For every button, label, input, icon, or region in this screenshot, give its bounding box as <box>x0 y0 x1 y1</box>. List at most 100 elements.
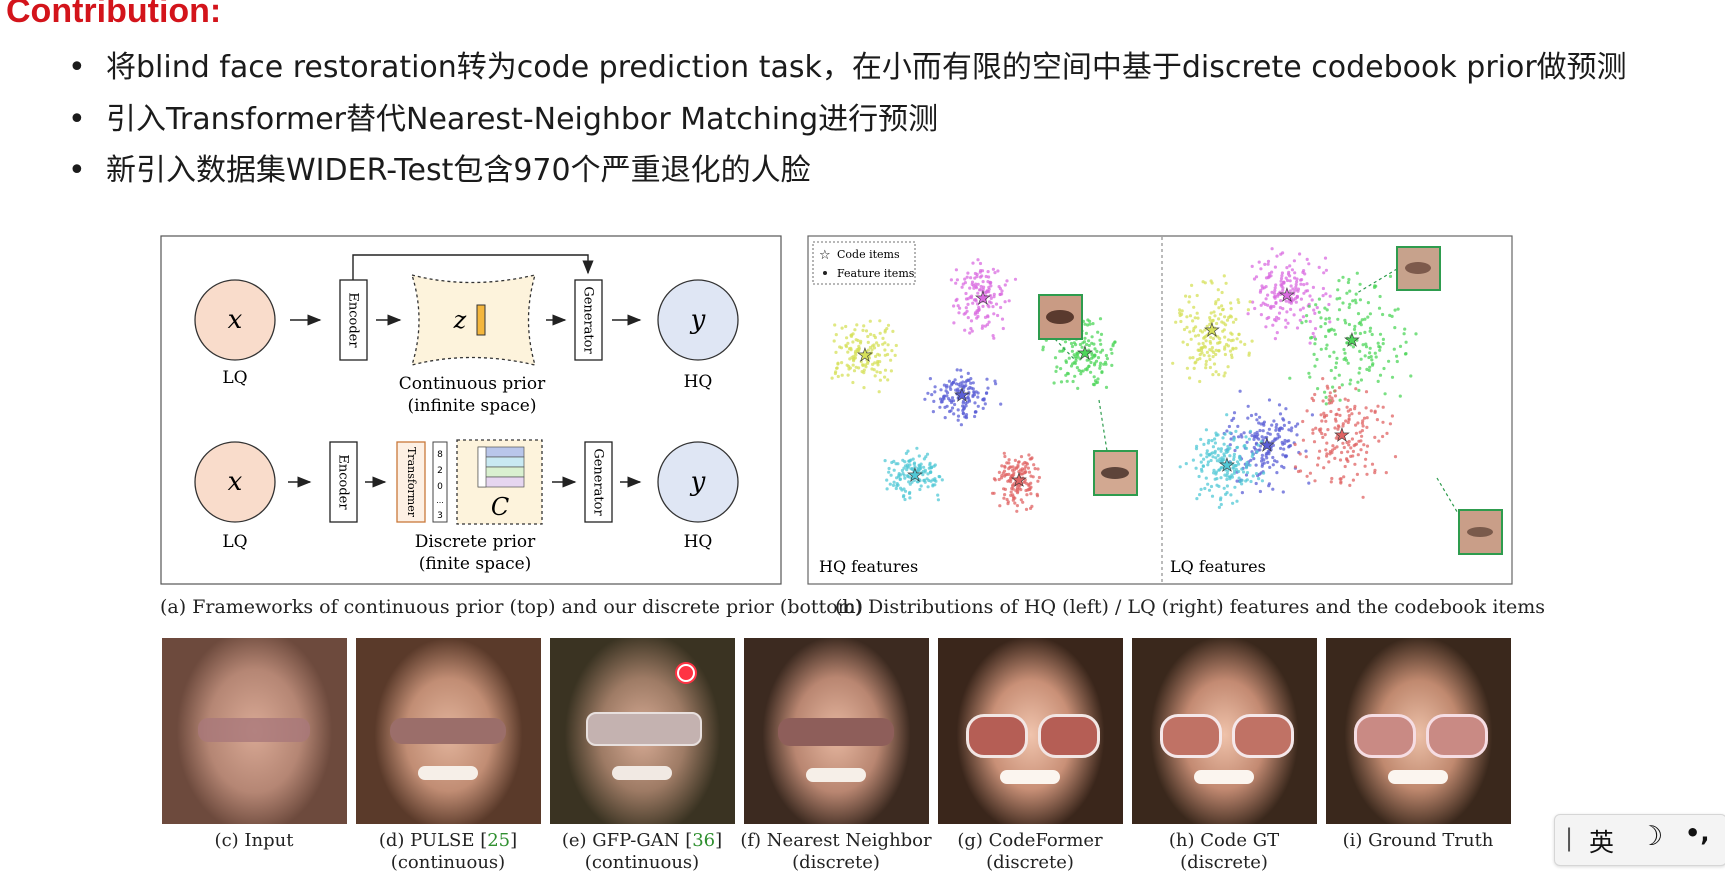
plot-legend <box>812 241 916 285</box>
generator-label: Generator <box>581 286 596 354</box>
face-caption-code-gt: (h) Code GT (discrete) <box>1124 830 1324 874</box>
generator-box-top <box>574 279 603 361</box>
moon-icon[interactable]: ☽ <box>1639 821 1664 852</box>
ime-separator: | <box>1565 824 1574 852</box>
token: 8 <box>437 450 443 460</box>
generator-box-bottom <box>584 441 613 523</box>
ime-toolbar[interactable]: | 英 ☽ •, <box>1554 814 1725 866</box>
bullet-text: 新引入数据集WIDER-Test包含970个严重退化的人脸 <box>106 153 811 188</box>
cursor-indicator <box>677 664 695 682</box>
face-caption-label: (e) GFP-GAN [36] <box>561 830 723 851</box>
token: 0 <box>437 482 443 492</box>
face-image-nearest-neighbor <box>744 638 929 824</box>
hq-label: HQ <box>684 372 713 392</box>
lq-node-top <box>194 279 276 361</box>
bullet-marker: • <box>68 153 86 188</box>
legend-code-items: Code items <box>837 248 900 261</box>
encoder-box-bottom <box>329 441 358 523</box>
lq-node-bottom <box>194 441 276 523</box>
token: 2 <box>437 466 443 476</box>
continuous-latent-shape <box>411 274 536 366</box>
prior-caption-line2: (infinite space) <box>408 396 537 416</box>
face-caption-label: (g) CodeFormer <box>957 830 1103 851</box>
encoder-box-top <box>339 279 368 361</box>
encoder-label: Encoder <box>336 454 351 510</box>
face-caption-sub: (continuous) <box>390 852 506 873</box>
plot-border <box>807 235 1513 585</box>
skip-connection <box>352 254 594 280</box>
citation-link[interactable]: 36 <box>692 830 716 851</box>
code-star-icon: ★ <box>1279 285 1295 306</box>
face-caption-sub: (discrete) <box>1180 852 1268 873</box>
face-caption-sub: (continuous) <box>584 852 700 873</box>
face-caption-label: (i) Ground Truth <box>1342 830 1494 851</box>
face-image-ground-truth <box>1326 638 1511 824</box>
prior-caption-line2: (finite space) <box>419 554 532 574</box>
face-caption-codeformer: (g) CodeFormer (discrete) <box>930 830 1130 874</box>
star-icon: ☆ <box>819 248 831 263</box>
face-caption-label: (d) PULSE [25] <box>378 830 518 851</box>
figure-b-caption: (b) Distributions of HQ (left) / LQ (rig… <box>835 596 1546 618</box>
bullet-marker: • <box>68 102 86 137</box>
slide-title: Contribution: <box>6 0 222 30</box>
hq-features-label: HQ features <box>819 557 918 576</box>
face-image-gfpgan <box>550 638 735 824</box>
code-star-icon: ★ <box>907 465 923 486</box>
face-caption-label: (f) Nearest Neighbor <box>740 830 932 851</box>
code-star-icon: ★ <box>1077 343 1093 364</box>
dot-icon <box>823 271 827 275</box>
bullet-item-2: • 引入Transformer替代Nearest-Neighbor Matchin… <box>68 94 938 138</box>
hq-symbol: y <box>690 305 706 335</box>
patch-connectors <box>1054 268 1460 516</box>
latent-symbol: z <box>453 306 467 334</box>
lq-label: LQ <box>222 368 247 388</box>
code-star-icon: ★ <box>1204 320 1220 341</box>
bullet-text: 引入Transformer替代Nearest-Neighbor Matching… <box>106 102 939 137</box>
figure-a-caption: (a) Frameworks of continuous prior (top)… <box>160 596 864 618</box>
framework-diagram: x LQ Encoder z Generator y HQ Continuous… <box>160 235 782 585</box>
face-image-pulse <box>356 638 541 824</box>
face-caption-sub: (discrete) <box>792 852 880 873</box>
token-sequence: 8 2 0 ... 3 <box>432 441 448 523</box>
bullet-item-1: •将blind face restoration转为code predictio… <box>68 42 1627 86</box>
code-star-icon: ★ <box>857 345 873 366</box>
code-item-stars: ★★★★★★★★★★★★ <box>857 285 1361 492</box>
lq-label: LQ <box>222 532 247 552</box>
face-image-codeformer <box>938 638 1123 824</box>
prior-caption-line1: Discrete prior <box>415 532 536 552</box>
face-caption-nearest-neighbor: (f) Nearest Neighbor (discrete) <box>736 830 936 874</box>
latent-vector <box>476 304 486 336</box>
face-caption-pulse: (d) PULSE [25] (continuous) <box>348 830 548 874</box>
feature-points <box>830 247 1418 513</box>
hq-node-bottom <box>657 441 739 523</box>
hq-node-top <box>657 279 739 361</box>
face-caption-gfpgan: (e) GFP-GAN [36] (continuous) <box>542 830 742 874</box>
transformer-box <box>396 441 426 523</box>
punctuation-icon[interactable]: •, <box>1685 819 1710 847</box>
face-image-code-gt <box>1132 638 1317 824</box>
face-caption-label: (c) Input <box>214 830 294 851</box>
code-star-icon: ★ <box>1259 435 1275 456</box>
lq-symbol: x <box>228 467 243 497</box>
bullet-item-3: • 新引入数据集WIDER-Test包含970个严重退化的人脸 <box>68 145 811 189</box>
lq-features-label: LQ features <box>1170 557 1266 576</box>
legend-feature-items: Feature items <box>837 267 915 280</box>
code-star-icon: ★ <box>1011 470 1027 491</box>
codebook-table <box>477 446 525 488</box>
face-caption-input: (c) Input <box>154 830 354 852</box>
token: ... <box>436 496 444 505</box>
face-caption-sub: (discrete) <box>986 852 1074 873</box>
code-star-icon: ★ <box>1219 455 1235 476</box>
citation-link[interactable]: 25 <box>487 830 511 851</box>
code-star-icon: ★ <box>1334 425 1350 446</box>
bullet-text: 将blind face restoration转为code prediction… <box>106 50 1627 85</box>
encoder-label: Encoder <box>346 292 361 348</box>
face-caption-ground-truth: (i) Ground Truth <box>1318 830 1518 852</box>
hq-symbol: y <box>690 467 706 497</box>
generator-label: Generator <box>591 448 606 516</box>
transformer-label: Transformer <box>405 447 418 518</box>
codebook-symbol: C <box>491 493 509 521</box>
face-image-input <box>162 638 347 824</box>
ime-language-toggle[interactable]: 英 <box>1589 828 1615 857</box>
prior-caption-line1: Continuous prior <box>399 374 546 394</box>
